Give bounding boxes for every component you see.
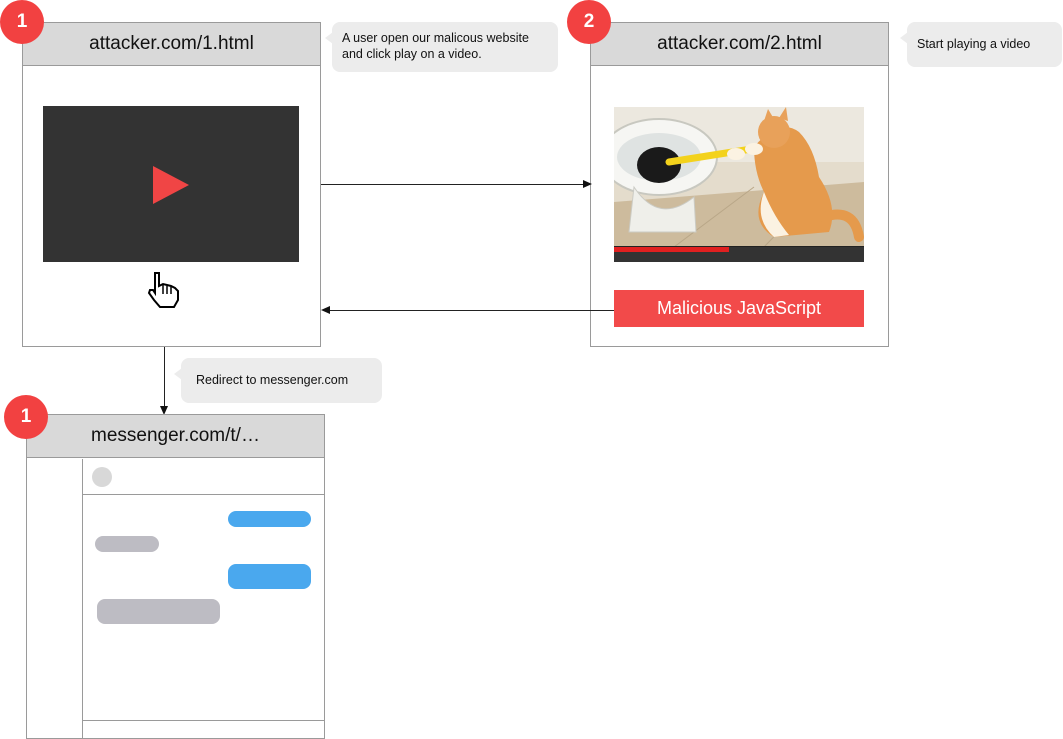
attacker-page-1-url: attacker.com/1.html [23,23,320,66]
messenger-window: messenger.com/t/… [26,414,325,739]
step-badge-1: 1 [0,0,44,44]
contact-avatar[interactable] [92,467,112,487]
arrowhead-left [321,306,330,314]
arrow-back-to-page-1 [330,310,614,311]
note-step-1-text: A user open our malicous website and cli… [342,31,529,61]
note-redirect: Redirect to messenger.com [174,358,382,403]
video-progress-fill [614,247,729,252]
malicious-javascript-box: Malicious JavaScript [614,290,864,327]
note-step-1: A user open our malicous website and cli… [325,22,558,72]
message-input-bar[interactable] [83,720,324,721]
cat-plunger-image [614,107,864,247]
arrowhead-right [583,180,592,188]
chat-header [83,459,324,495]
arrowhead-down [160,406,168,415]
outgoing-message [228,564,311,589]
step-badge-2: 2 [567,0,611,44]
play-icon[interactable] [153,166,189,204]
note-step-2: Start playing a video [900,22,1062,67]
video-player[interactable] [43,106,299,262]
video-progress-bar[interactable] [614,246,864,262]
incoming-message [95,536,159,552]
hand-cursor-icon [147,272,179,308]
incoming-message [97,599,220,624]
cat-video-thumbnail[interactable] [614,107,864,262]
messenger-sidebar [27,459,83,738]
arrow-to-page-2 [321,184,583,185]
outgoing-message [228,511,311,527]
step-badge-3: 1 [4,395,48,439]
attacker-page-2-url: attacker.com/2.html [591,23,888,66]
redirect-arrow [164,347,165,406]
note-step-2-text: Start playing a video [917,37,1031,51]
messenger-url: messenger.com/t/… [27,415,324,458]
note-redirect-text: Redirect to messenger.com [196,373,349,387]
